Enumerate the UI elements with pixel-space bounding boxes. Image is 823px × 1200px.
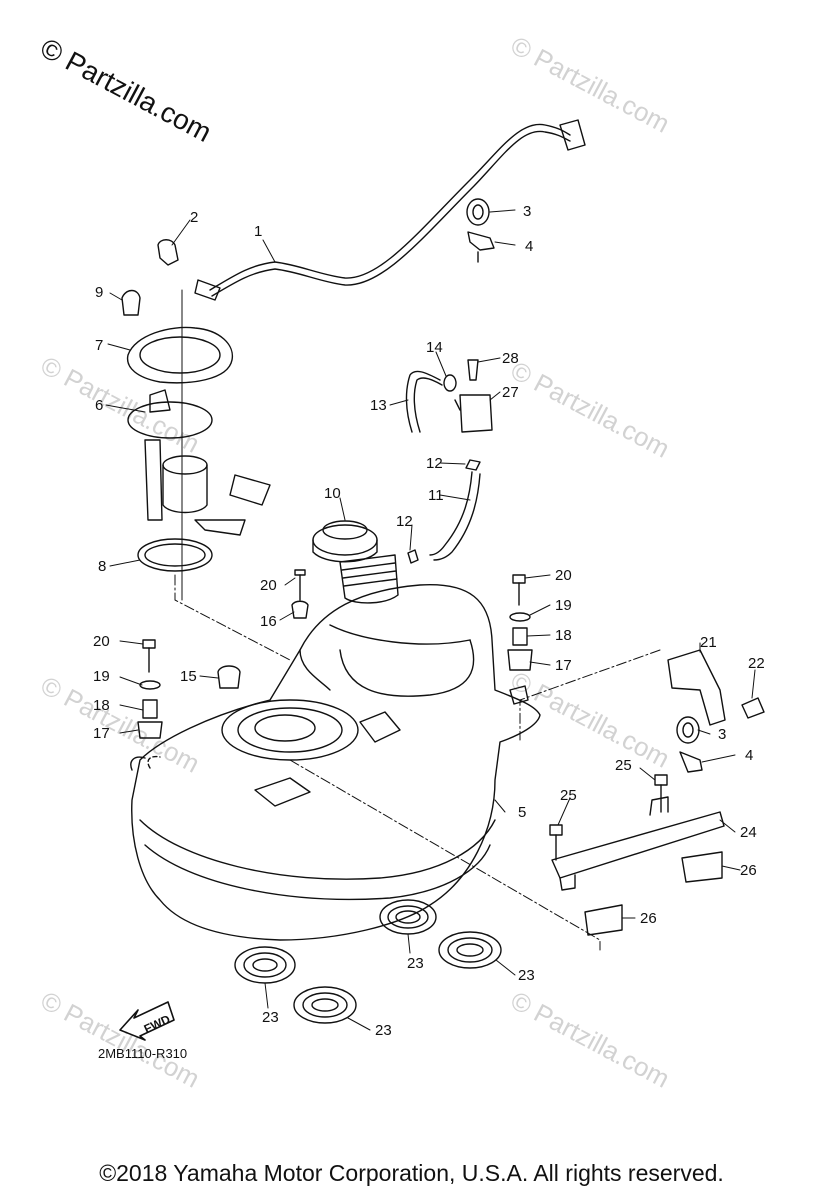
callout-14: 14: [426, 339, 443, 356]
callout-11: 11: [428, 487, 444, 504]
callout-2: 2: [190, 209, 198, 226]
callout-23: 23: [375, 1022, 392, 1039]
mounting-hardware-left: [137, 569, 309, 739]
fuel-pump-assembly: [121, 289, 271, 601]
grommet-clamp-upper: [466, 198, 495, 263]
diagram-code: 2MB1110-R310: [98, 1046, 188, 1061]
callout-23: 23: [518, 967, 535, 984]
callout-23: 23: [262, 1009, 279, 1026]
fwd-arrow-icon: FWD: [119, 1001, 175, 1041]
guide-lines: [174, 574, 661, 951]
callout-1: 1: [254, 223, 262, 240]
callout-23: 23: [407, 955, 424, 972]
callout-7: 7: [95, 337, 103, 354]
callout-25: 25: [560, 787, 577, 804]
callout-5: 5: [518, 804, 526, 821]
callout-12: 12: [396, 513, 413, 530]
callout-18: 18: [555, 627, 572, 644]
callout-19: 19: [93, 668, 110, 685]
fwd-label: FWD: [142, 1012, 173, 1036]
callout-24: 24: [740, 824, 757, 841]
callout-20: 20: [260, 577, 277, 594]
callout-12: 12: [426, 455, 443, 472]
callout-17: 17: [555, 657, 572, 674]
callout-13: 13: [370, 397, 387, 414]
callout-28: 28: [502, 350, 519, 367]
callout-25: 25: [615, 757, 632, 774]
leader-lines: [105, 209, 756, 1031]
callout-4: 4: [525, 238, 533, 255]
callout-19: 19: [555, 597, 572, 614]
callout-16: 16: [260, 613, 277, 630]
callout-15: 15: [180, 668, 197, 685]
callout-8: 8: [98, 558, 106, 575]
fuel-tank: [130, 584, 541, 941]
callout-21: 21: [700, 634, 717, 651]
callout-20: 20: [93, 633, 110, 650]
callout-22: 22: [748, 655, 765, 672]
callout-17: 17: [93, 725, 110, 742]
callout-27: 27: [502, 384, 519, 401]
fuel-cap: [312, 520, 399, 604]
callout-26: 26: [740, 862, 757, 879]
callout-9: 9: [95, 284, 103, 301]
mats: [234, 899, 502, 1024]
mounting-hardware-right: [507, 574, 533, 671]
callout-26: 26: [640, 910, 657, 927]
callout-numbers: 1 2 3 4 9 7 14 28 27 13 6 12 11 10 12 8 …: [93, 203, 765, 1039]
callout-3: 3: [523, 203, 531, 220]
copyright-footer: ©2018 Yamaha Motor Corporation, U.S.A. A…: [99, 1160, 724, 1186]
clip: [157, 239, 179, 266]
callout-6: 6: [95, 397, 103, 414]
callout-20: 20: [555, 567, 572, 584]
callout-4: 4: [745, 747, 753, 764]
callout-10: 10: [324, 485, 341, 502]
callout-3: 3: [718, 726, 726, 743]
vent-system: [405, 359, 493, 564]
callout-18: 18: [93, 697, 110, 714]
